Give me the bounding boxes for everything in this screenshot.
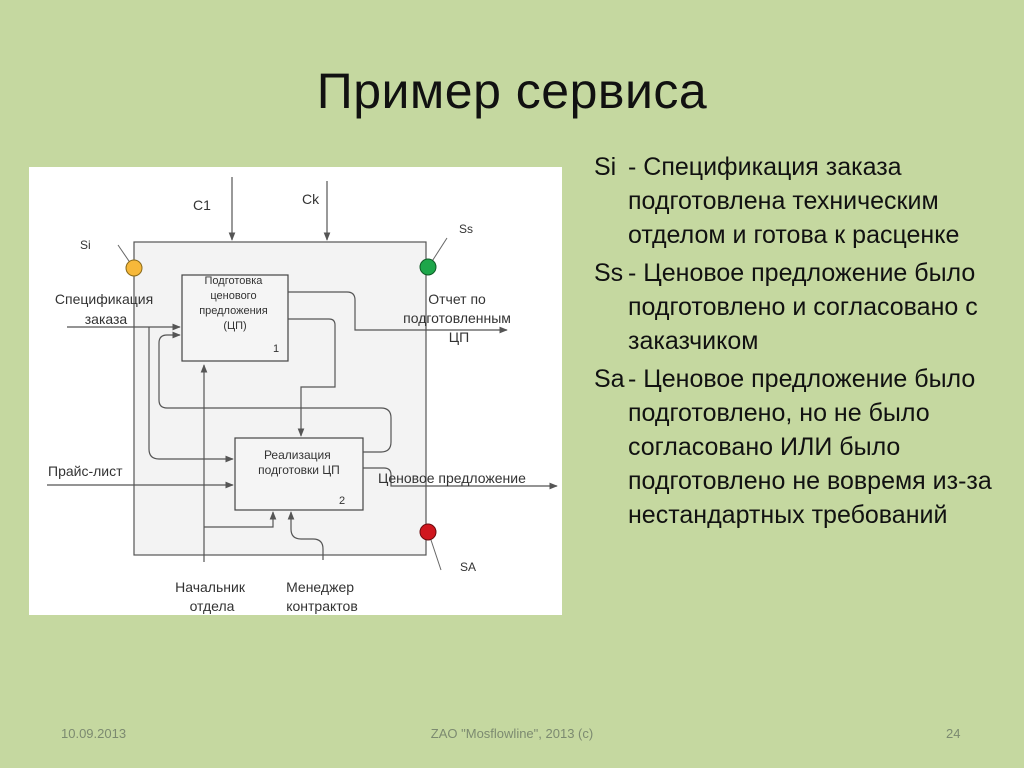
diagram-canvas: Подготовка ценового предложения (ЦП) 1 Р… <box>47 177 558 614</box>
block-2-line-1: Реализация <box>264 448 331 462</box>
mechanism-manager-line-2: контрактов <box>286 598 358 614</box>
footer-date: 10.09.2013 <box>61 726 127 741</box>
feedback-arrow <box>158 331 392 453</box>
legend-code: Ss <box>594 259 624 287</box>
state-legend: Si - Спецификация заказа подготовлена те… <box>594 150 1004 536</box>
legend-text: - Спецификация заказа подготовлена техни… <box>628 153 960 249</box>
state-sa-dot <box>419 523 437 541</box>
mechanism-head-line-2: отдела <box>190 598 235 614</box>
block-1-line-1: Подготовка <box>205 275 264 287</box>
svg-text:Спецификация заказа: Спецификация заказа <box>55 291 157 327</box>
block-1-line-3: предложения <box>199 305 268 317</box>
state-si-label: Si <box>80 238 91 252</box>
control-ck-label: Ck <box>302 191 320 207</box>
legend-item-ss: Ss - Ценовое предложение было подготовле… <box>594 256 1004 358</box>
block-1 <box>181 274 289 362</box>
control-c1-label: C1 <box>193 197 211 213</box>
state-sa-leader <box>428 533 442 571</box>
mechanism-head-line-1: Начальник <box>175 579 246 595</box>
block1-to-block2-arrow <box>288 318 336 437</box>
svg-text:Менеджер контрактов: Менеджер контрактов <box>286 579 358 614</box>
legend-item-sa: Sa - Ценовое предложение было подготовле… <box>594 362 1004 532</box>
footer-page-number: 24 <box>946 726 961 741</box>
idef0-diagram: Подготовка ценового предложения (ЦП) 1 Р… <box>29 167 562 615</box>
svg-text:Реализация подготовки ЦП: Реализация подготовки ЦП <box>258 448 340 477</box>
input-spec-line-2: заказа <box>85 311 128 327</box>
block-1-line-2: ценового <box>210 290 256 302</box>
legend-code: Sa <box>594 365 625 393</box>
mechanism-manager-arrow <box>287 511 324 560</box>
output-report-line-2: подготовленным <box>403 310 511 326</box>
svg-text:Подготовка ценового: Подготовка ценового предложения (ЦП) <box>199 275 271 332</box>
block-2-number: 2 <box>339 495 345 507</box>
output-report-line-3: ЦП <box>449 329 469 345</box>
block-2-line-2: подготовки ЦП <box>258 463 340 477</box>
input-spec-line-1: Спецификация <box>55 291 153 307</box>
output-offer-arrow <box>363 467 558 490</box>
mechanism-head-to-block2-arrow <box>204 511 277 528</box>
legend-code: Si <box>594 153 617 181</box>
state-ss-dot <box>419 258 437 276</box>
state-ss-label: Ss <box>459 222 473 236</box>
spec-to-block2-arrow <box>148 327 234 463</box>
state-si-dot <box>125 259 143 277</box>
output-report-arrow <box>288 291 508 334</box>
block-2 <box>234 437 364 511</box>
block-1-number: 1 <box>273 343 279 355</box>
output-offer-label: Ценовое предложение <box>378 470 526 486</box>
svg-text:Начальник отдела: Начальник отдела <box>175 579 249 614</box>
input-price-label: Прайс-лист <box>48 463 123 479</box>
legend-text: - Ценовое предложение было подготовлено … <box>628 259 978 355</box>
mechanism-manager-line-1: Менеджер <box>286 579 354 595</box>
output-report-line-1: Отчет по <box>428 291 486 307</box>
footer-company: ZAO "Mosflowline", 2013 (c) <box>430 726 594 741</box>
legend-item-si: Si - Спецификация заказа подготовлена те… <box>594 150 1004 252</box>
slide-title: Пример сервиса <box>316 63 708 119</box>
legend-text: - Ценовое предложение было подготовлено,… <box>628 365 992 529</box>
state-sa-label: SA <box>460 560 476 574</box>
svg-text:Отчет по подготовленным: Отчет по подготовленным ЦП <box>403 291 515 345</box>
block-1-line-4: (ЦП) <box>223 320 246 332</box>
